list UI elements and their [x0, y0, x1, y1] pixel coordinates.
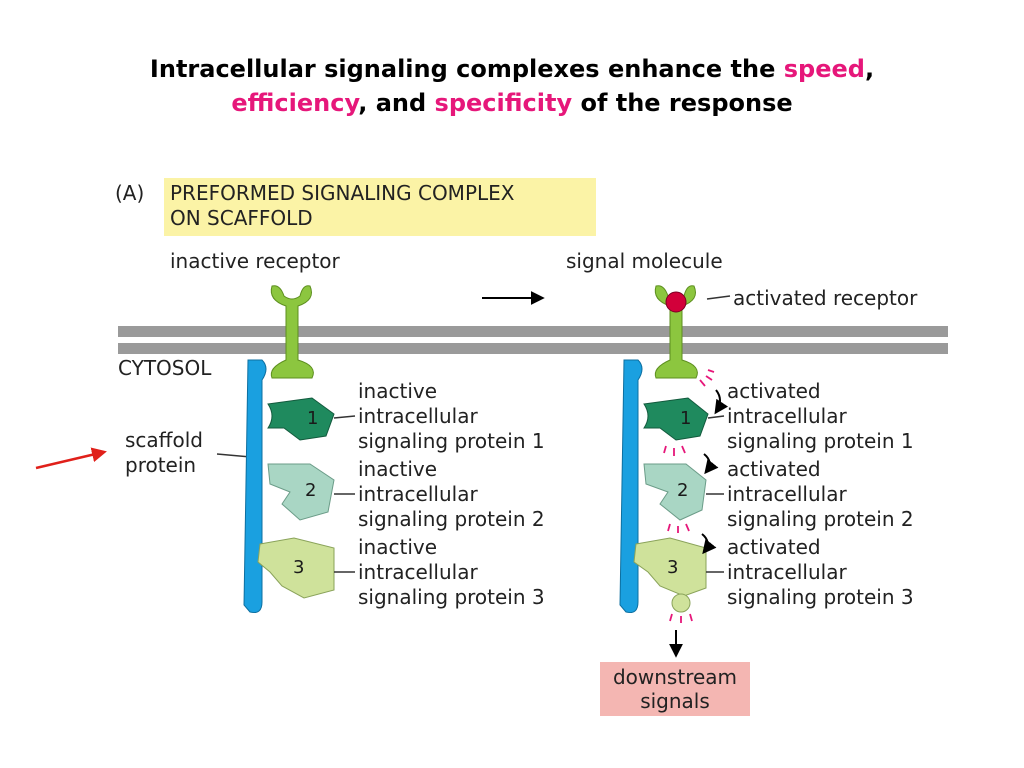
right-protein-2-line3: signaling protein 2: [727, 507, 914, 531]
inactive-protein-1-number: 1: [307, 408, 318, 429]
title-part2: ,: [864, 55, 875, 83]
inactive-receptor: [270, 285, 314, 379]
left-protein-2-line2: intracellular: [358, 482, 478, 506]
membrane-inner-layer: [118, 343, 948, 354]
inactive-protein-1: [267, 397, 335, 441]
left-protein-1-leader: [333, 415, 356, 419]
protein-3-output-nub: [671, 593, 691, 613]
cytosol-label: CYTOSOL: [118, 356, 212, 380]
inactive-protein-2: [267, 463, 335, 521]
inactive-protein-3: [257, 537, 335, 599]
downstream-line1: downstream: [613, 665, 737, 689]
activation-bursts: [663, 369, 715, 623]
left-protein-2-line1: inactive: [358, 457, 437, 481]
activated-protein-2-number: 2: [677, 480, 688, 501]
title-speed: speed: [783, 55, 865, 83]
activated-protein-3-number: 3: [667, 557, 678, 578]
right-protein-3-line3: signaling protein 3: [727, 585, 914, 609]
left-protein-1-line2: intracellular: [358, 404, 478, 428]
slide-title: Intracellular signaling complexes enhanc…: [0, 52, 1024, 120]
right-protein-1-line1: activated: [727, 379, 821, 403]
right-protein-1-leader: [707, 415, 725, 419]
downstream-line2: signals: [640, 689, 710, 713]
activated-protein-2: [643, 463, 707, 521]
red-annotation-arrow: [35, 447, 107, 470]
scaffold-label-line2: protein: [125, 453, 196, 477]
panel-letter: (A): [115, 181, 144, 205]
activated-protein-1: [643, 397, 709, 441]
scaffold-protein-right: [619, 359, 643, 613]
inactive-receptor-label: inactive receptor: [170, 249, 341, 273]
left-protein-2-line3: signaling protein 2: [358, 507, 545, 531]
panel-heading-bg: [164, 178, 596, 236]
right-protein-2-line2: intracellular: [727, 482, 847, 506]
left-protein-3-line2: intracellular: [358, 560, 478, 584]
left-protein-1-line1: inactive: [358, 379, 437, 403]
right-protein-2-line1: activated: [727, 457, 821, 481]
left-protein-3-line3: signaling protein 3: [358, 585, 545, 609]
title-specificity: specificity: [434, 89, 573, 117]
title-part3: , and: [358, 89, 435, 117]
inactive-protein-2-number: 2: [305, 480, 316, 501]
activated-protein-1-number: 1: [680, 408, 691, 429]
signal-molecule-label: signal molecule: [566, 249, 723, 273]
scaffold-protein-left: [243, 359, 267, 613]
left-protein-3-line1: inactive: [358, 535, 437, 559]
membrane-outer-layer: [118, 326, 948, 337]
panel-heading-line1: PREFORMED SIGNALING COMPLEX: [170, 181, 515, 205]
right-protein-1-line3: signaling protein 1: [727, 429, 914, 453]
right-protein-1-line2: intracellular: [727, 404, 847, 428]
activated-receptor-leader: [706, 295, 731, 300]
activated-receptor-label: activated receptor: [733, 286, 918, 310]
left-protein-1-line3: signaling protein 1: [358, 429, 545, 453]
scaffold-label-line1: scaffold: [125, 428, 203, 452]
panel-heading-line2: ON SCAFFOLD: [170, 206, 313, 230]
title-part1: Intracellular signaling complexes enhanc…: [149, 55, 784, 83]
title-part4: of the response: [572, 89, 793, 117]
inactive-protein-3-number: 3: [293, 557, 304, 578]
title-efficiency: efficiency: [231, 89, 359, 117]
right-protein-3-line2: intracellular: [727, 560, 847, 584]
downstream-signals-box: [600, 662, 750, 716]
right-protein-3-line1: activated: [727, 535, 821, 559]
signal-molecule: [665, 291, 687, 313]
activation-cascade-arrows: [701, 389, 729, 555]
